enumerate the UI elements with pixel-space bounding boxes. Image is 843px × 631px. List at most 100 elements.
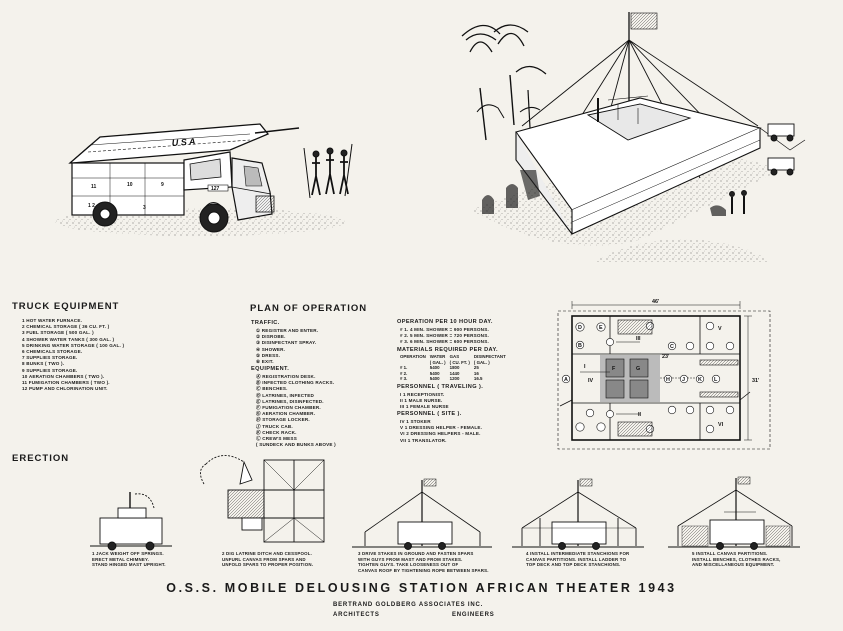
materials-col-gas: GAS — [449, 354, 460, 359]
letter-l: L — [714, 377, 718, 383]
traffic-item: ② DISROBE. — [256, 334, 286, 340]
zone-iii: III — [636, 336, 641, 342]
equipment-item: Ⓚ CHECK RACK. — [256, 429, 297, 435]
erection-step-1-drawing — [90, 492, 172, 551]
equipment-item: Ⓙ TRUCK CAB. — [256, 423, 293, 429]
materials-cell: # 2. — [400, 370, 408, 376]
materials-unit: ( CU. FT. ) — [449, 359, 470, 365]
equipment-label: EQUIPMENT. — [251, 366, 290, 372]
floor-plan-labels: 46' 31' 23' I II III IV V VI A B C D E F… — [564, 299, 759, 428]
materials-cell: 5400 — [429, 370, 440, 376]
equipment-item: Ⓐ REGISTRATION DESK. — [256, 374, 316, 379]
firm-name: BERTRAND GOLDBERG ASSOCIATES INC. — [333, 602, 484, 608]
materials-header-row: OPERATION WATER GAS DISINFECTANT — [400, 354, 510, 360]
floor-plan-width: 46' — [652, 299, 659, 305]
personnel-site-list: IV 1 STOKER V 1 DRESSING HELPER - FEMALE… — [400, 419, 482, 444]
traffic-item: ④ SHOWER. — [256, 346, 286, 352]
letter-c: C — [670, 344, 674, 350]
truck-label-3: 3 — [143, 205, 146, 211]
zone-i: I — [584, 364, 586, 370]
operation-heading: OPERATION PER 10 HOUR DAY. — [397, 319, 493, 325]
materials-unit: ( GAL. ) — [429, 359, 446, 365]
truck-equipment-item: 4 SHOWER WATER TANKS ( 300 GAL. ) — [22, 336, 115, 342]
truck-equipment-item: 7 SUPPLIES STORAGE. — [22, 355, 78, 361]
materials-cell: 1440 — [449, 370, 460, 376]
personnel-item: I 1 RECEPTIONIST. — [400, 392, 445, 397]
erection-step-4-drawing — [512, 478, 644, 550]
materials-cell: 25 — [473, 365, 479, 371]
equipment-item: Ⓗ STORAGE LOCKER. — [256, 417, 310, 423]
truck-equipment-item: 6 CHEMICALS STORAGE. — [22, 349, 83, 355]
plan-of-operation-heading: PLAN OF OPERATION — [250, 303, 368, 314]
equipment-item: Ⓖ AERATION CHAMBER. — [256, 411, 316, 417]
personnel-item: IV 1 STOKER — [400, 419, 431, 424]
personnel-item: V 1 DRESSING HELPER - FEMALE. — [400, 425, 483, 431]
firm-architects: ARCHITECTS — [333, 612, 380, 618]
truck-usa-label: U S A — [171, 136, 195, 148]
erection-step-1-caption: 1 JACK WEIGHT OFF SPRINGS. ERECT METAL C… — [92, 551, 166, 568]
erection-heading: ERECTION — [12, 453, 70, 464]
erection-step-3-caption: 3 DRIVE STAKES IN GROUND AND FASTEN SPAR… — [358, 551, 489, 573]
tent-illustration — [461, 12, 806, 262]
materials-heading: MATERIALS REQUIRED PER DAY. — [397, 347, 498, 353]
personnel-item: II 1 MALE NURSE. — [400, 398, 443, 404]
drawing-title: O.S.S. MOBILE DELOUSING STATION AFRICAN … — [166, 581, 677, 595]
truck-equipment-item: 10 AERATION CHAMBERS ( TWO ). — [22, 373, 105, 379]
equipment-item: Ⓔ LATRINES, DISINFECTED. — [256, 398, 324, 404]
operation-item: # 1. 4 MIN. SHOWER = 900 PERSONS. — [400, 327, 489, 332]
materials-units-row: ( GAL. ) ( CU. FT. ) ( GAL. ) — [400, 360, 510, 366]
erection-step-2-caption: 2 DIG LATRINE DITCH AND CESSPOOL. UNFURL… — [222, 551, 314, 568]
materials-unit: ( GAL. ) — [473, 359, 490, 365]
materials-row: # 2. 5400 1440 16 — [400, 371, 510, 377]
erection-step-5-drawing — [668, 476, 800, 550]
truck-equipment-item: 9 SUPPLIES STORAGE. — [22, 367, 78, 373]
floor-plan-inner-dim: 23' — [662, 354, 669, 360]
personnel-item: VI 2 DRESSING HELPERS - MALE. — [400, 431, 481, 437]
materials-col-operation: OPERATION — [400, 354, 426, 359]
traffic-item: ① REGISTER AND ENTER. — [256, 328, 319, 333]
truck-equipment-item: 12 PUMP AND CHLORINATION UNIT. — [22, 386, 108, 392]
truck-equipment-item: 11 FUMIGATION CHAMBERS ( TWO ). — [22, 380, 110, 386]
personnel-traveling-heading: PERSONNEL ( TRAVELING ). — [397, 384, 484, 390]
materials-table: OPERATION WATER GAS DISINFECTANT ( GAL. … — [400, 354, 510, 382]
zone-iv: IV — [588, 378, 593, 384]
equipment-item: Ⓒ BENCHES. — [256, 386, 288, 392]
materials-cell: 1800 — [449, 365, 460, 371]
floor-plan-furniture — [561, 319, 739, 437]
materials-col-disinfectant: DISINFECTANT — [473, 354, 506, 359]
erection-step-5-caption: 5 INSTALL CANVAS PARTITIONS. INSTALL BEN… — [692, 551, 781, 568]
truck-label-11: 11 — [91, 184, 97, 190]
letter-h: H — [666, 377, 670, 383]
materials-cell: # 3. — [400, 376, 408, 382]
equipment-item: Ⓛ CREW'S MESS — [256, 436, 297, 442]
equipment-item: Ⓕ FUMIGATION CHAMBER. — [256, 405, 321, 411]
truck-equipment-item: 3 FUEL STORAGE ( 500 GAL. ) — [22, 330, 94, 336]
truck-equipment-item: 2 CHEMICAL STORAGE ( 36 CU. FT. ) — [22, 324, 110, 330]
operation-item: # 3. 6 MIN. SHOWER = 600 PERSONS. — [400, 339, 489, 345]
erection-step-4-caption: 4 INSTALL INTERMEDIATE STANCHIONS FOR CA… — [526, 551, 630, 568]
materials-cell: 5400 — [429, 365, 440, 371]
firm-engineers: ENGINEERS — [452, 612, 495, 618]
truck-equipment-list: 1 HOT WATER FURNACE. 2 CHEMICAL STORAGE … — [22, 318, 124, 392]
personnel-site-heading: PERSONNEL ( SITE ). — [397, 411, 462, 417]
truck-labels: U S A 127 11 10 9 1 2 3 — [88, 136, 220, 211]
traffic-item: ③ DISINFECTANT SPRAY. — [256, 340, 317, 346]
truck-label-10: 10 — [127, 182, 133, 188]
truck-illustration — [55, 123, 345, 236]
equipment-item: Ⓓ LATRINES, INFECTED — [256, 392, 315, 398]
personnel-item: III 1 FEMALE NURSE — [400, 404, 449, 410]
personnel-item: VII 1 TRANSLATOR. — [400, 437, 447, 443]
materials-row: # 3. 5400 1200 16.5 — [400, 376, 510, 382]
letter-b: B — [578, 343, 582, 349]
truck-equipment-heading: TRUCK EQUIPMENT — [12, 301, 120, 312]
letter-k: K — [698, 377, 702, 383]
letter-f: F — [612, 366, 616, 372]
materials-cell: 16 — [473, 370, 479, 376]
traffic-label: TRAFFIC. — [251, 320, 280, 326]
letter-d: D — [578, 325, 582, 331]
operation-list: # 1. 4 MIN. SHOWER = 900 PERSONS. # 2. 5… — [400, 327, 489, 346]
zone-ii: II — [638, 412, 641, 418]
equipment-list: Ⓐ REGISTRATION DESK. Ⓑ INFECTED CLOTHING… — [256, 374, 336, 448]
figures-with-spears — [303, 143, 353, 199]
traffic-item: ⑥ EXIT. — [256, 359, 274, 365]
